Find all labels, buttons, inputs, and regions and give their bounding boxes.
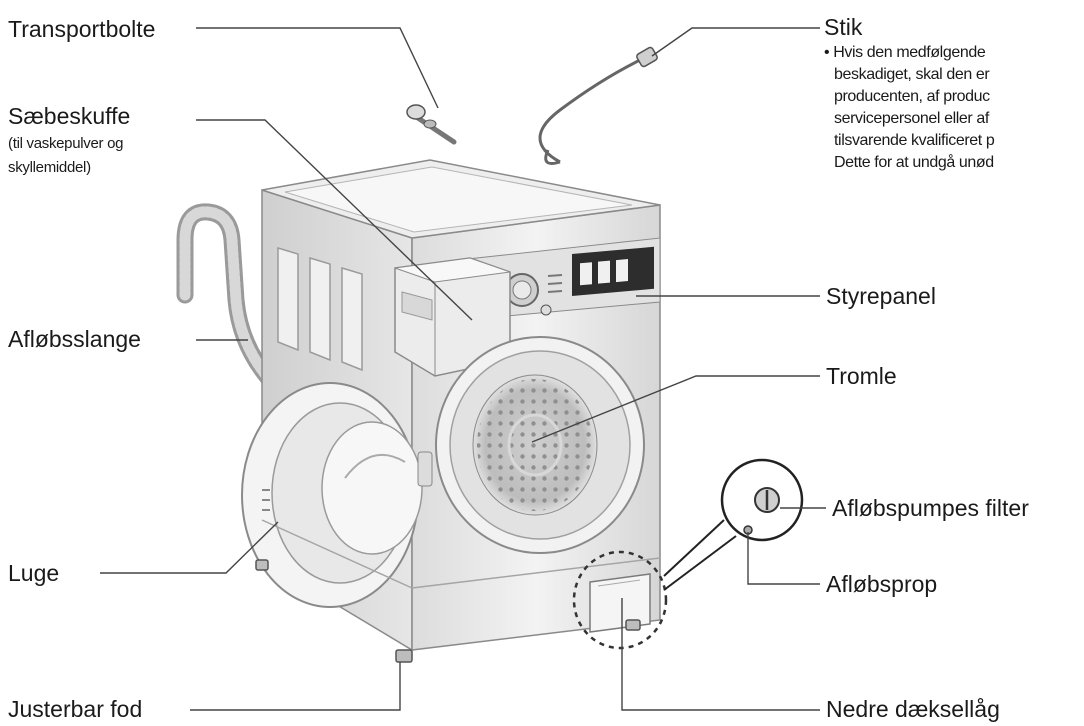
label-tromle: Tromle xyxy=(826,363,897,389)
stik-note-line: tilsvarende kvalificeret p xyxy=(834,132,995,149)
label-styrepanel: Styrepanel xyxy=(826,283,936,309)
lower-cover xyxy=(572,550,668,650)
adjustable-feet xyxy=(255,559,641,663)
label-aflobsslange: Afløbsslange xyxy=(8,326,141,352)
label-saebeskuffe: Sæbeskuffe xyxy=(8,103,131,129)
stik-note-line: Dette for at undgå unød xyxy=(834,154,994,171)
power-cord xyxy=(538,46,658,165)
leader-lines xyxy=(100,27,826,711)
stik-note: • Hvis den medfølgende beskadiget, skal … xyxy=(824,42,1084,174)
label-stik: Stik xyxy=(824,14,863,40)
label-justerbar-fod: Justerbar fod xyxy=(8,696,143,722)
drum xyxy=(435,336,645,554)
zoom-circle xyxy=(663,458,804,591)
label-nedre-daekselag: Nedre dæksellåg xyxy=(826,696,1000,722)
stik-note-line: servicepersonel eller af xyxy=(834,110,989,127)
door xyxy=(241,382,433,608)
label-aflobsprop: Afløbsprop xyxy=(826,571,938,597)
label-luge: Luge xyxy=(8,560,60,586)
label-saebeskuffe-note-1: (til vaskepulver og xyxy=(8,135,124,152)
label-saebeskuffe-note-2: skyllemiddel) xyxy=(8,159,91,176)
stik-note-line: producenten, af produc xyxy=(834,88,990,105)
transport-bolt xyxy=(406,104,457,145)
side-vents xyxy=(277,246,363,372)
detergent-drawer xyxy=(394,257,511,377)
stik-note-line: • Hvis den medfølgende xyxy=(824,44,986,61)
label-aflobspumpes-filter: Afløbspumpes filter xyxy=(832,495,1029,521)
stik-note-line: beskadiget, skal den er xyxy=(834,66,990,83)
drain-hose xyxy=(176,203,279,389)
label-transportbolte: Transportbolte xyxy=(8,16,156,42)
